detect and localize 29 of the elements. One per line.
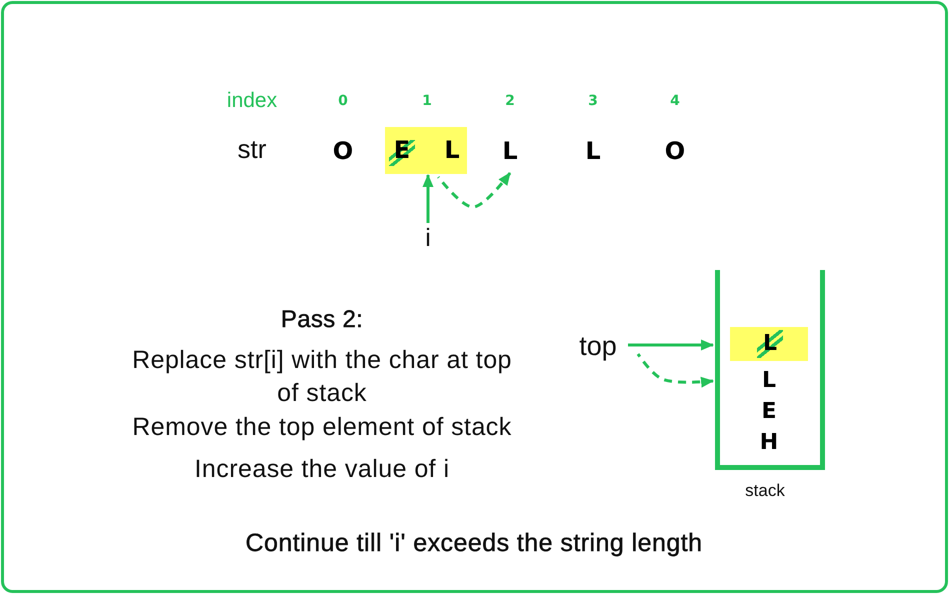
row-heading: str <box>238 134 266 164</box>
stack-item: H <box>721 428 817 458</box>
pointer-label: top <box>576 329 620 363</box>
stack-caption: stack <box>744 480 786 502</box>
index-number: 0 <box>338 92 348 110</box>
stack-item: L <box>721 366 817 396</box>
step-text: Increase the value of i <box>194 454 450 485</box>
highlighted-cell <box>385 127 467 174</box>
string-character: L <box>496 131 524 171</box>
pointer-label: i <box>420 224 436 252</box>
step-heading: Pass 2: <box>280 306 364 334</box>
index-number: 3 <box>588 92 598 110</box>
stack-item: E <box>721 397 817 427</box>
dashed-arrow <box>636 353 714 388</box>
index-number: 1 <box>422 92 432 110</box>
step-text: Replace str[i] with the char at top of stack <box>131 345 513 409</box>
dashed-arrow <box>437 172 512 208</box>
arrow <box>422 174 434 223</box>
arrow <box>628 340 714 350</box>
replacement-character: L <box>443 135 461 166</box>
index-number: 2 <box>505 92 515 110</box>
note-text: Continue till 'i' exceeds the string length <box>246 528 702 558</box>
index-number: 4 <box>670 92 680 110</box>
highlighted-stack-item <box>730 327 808 361</box>
row-heading: index <box>226 89 278 113</box>
string-character: O <box>329 131 357 171</box>
string-character: L <box>579 131 607 171</box>
step-text: Remove the top element of stack <box>132 412 512 443</box>
string-character: O <box>661 131 689 171</box>
